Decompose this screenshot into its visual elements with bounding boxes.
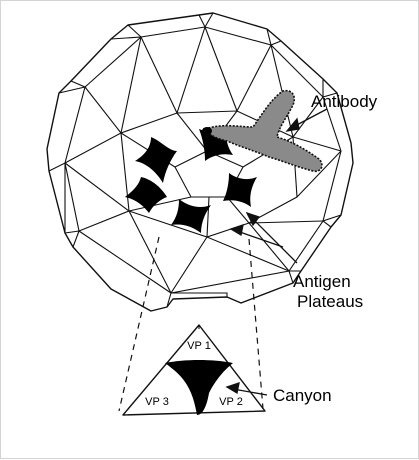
antigen-label: Antigen bbox=[293, 272, 351, 291]
canyon-mark bbox=[171, 199, 211, 233]
canyon-mark bbox=[223, 173, 257, 207]
canyon-mark bbox=[125, 177, 167, 213]
canyon-mark bbox=[135, 137, 177, 183]
plateaus-label: Plateaus bbox=[297, 292, 363, 311]
antibody-molecule bbox=[202, 91, 322, 172]
canyon-label: Canyon bbox=[273, 386, 332, 405]
antibody-label: Antibody bbox=[311, 92, 378, 111]
vp2-label: VP 2 bbox=[219, 396, 243, 408]
vp3-label: VP 3 bbox=[145, 396, 169, 408]
vp1-label: VP 1 bbox=[187, 340, 211, 352]
